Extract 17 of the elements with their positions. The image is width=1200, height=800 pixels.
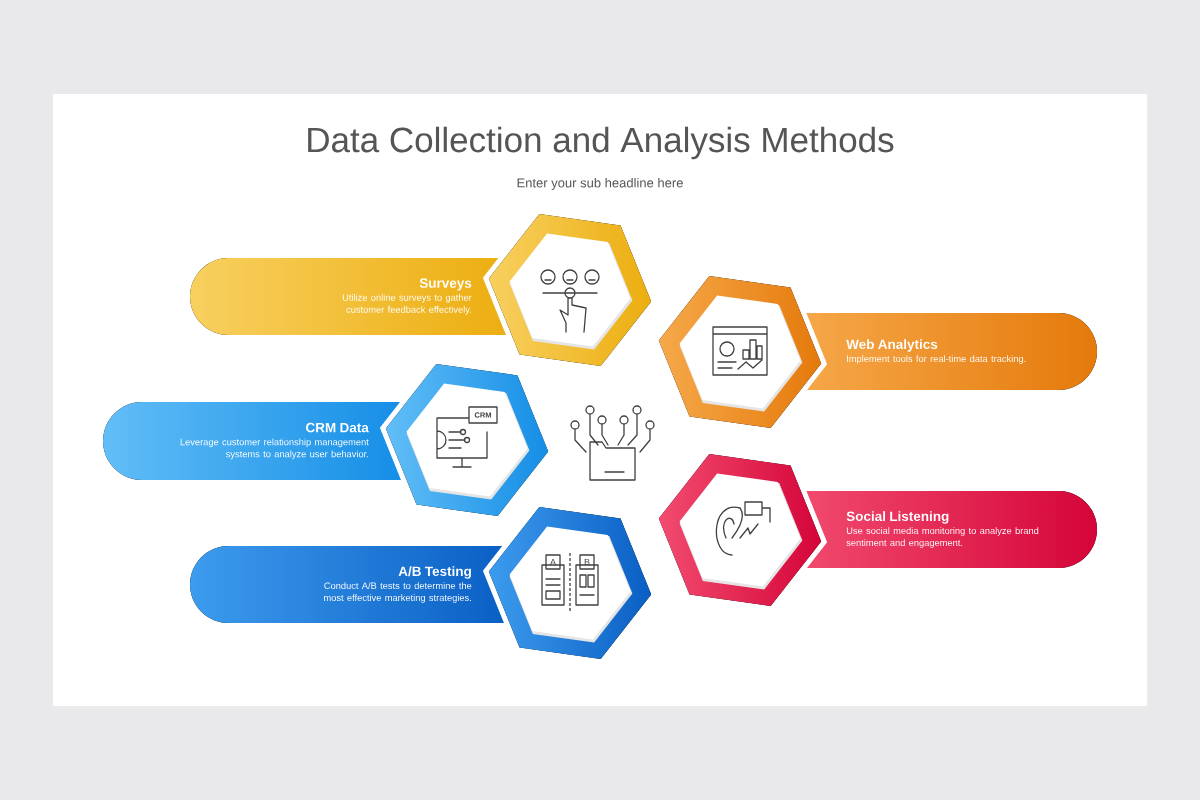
node-label: CRM Data	[306, 422, 369, 433]
title: Data Collection and Analysis Methods	[308, 126, 894, 160]
node-label: Surveys	[419, 278, 472, 291]
node-label: Utilize online surveys to gather customer feedback effectively.	[342, 294, 472, 315]
node-label: Leverage customer relationship management systems to analyze user behavior.	[180, 438, 369, 460]
icon-label: A	[550, 558, 556, 566]
node-label: Implement tools for real-time data tracking.	[847, 355, 1026, 364]
node-label: Use social media monitoring to analyze brand sentiment and engagement.	[846, 527, 1039, 548]
node-label: Social Listening	[846, 511, 949, 524]
icon-label: B	[584, 558, 590, 566]
banner: Web Analytics Implement tools for real-time data tracking.	[652, 270, 1097, 434]
node-label: Conduct A/B tests to determine the most effective marketing strategies.	[324, 582, 472, 603]
banner: Social Listening Use social media monitoring to analyze brand sentiment and engagement.	[652, 448, 1097, 612]
banner: Surveys Utilize online surveys to gather customer feedback effectively.	[190, 208, 658, 372]
subtitle: Enter your sub headline here	[517, 177, 683, 191]
node-label: Web Analytics	[846, 339, 938, 352]
node-label: A/B Testing	[398, 566, 471, 579]
